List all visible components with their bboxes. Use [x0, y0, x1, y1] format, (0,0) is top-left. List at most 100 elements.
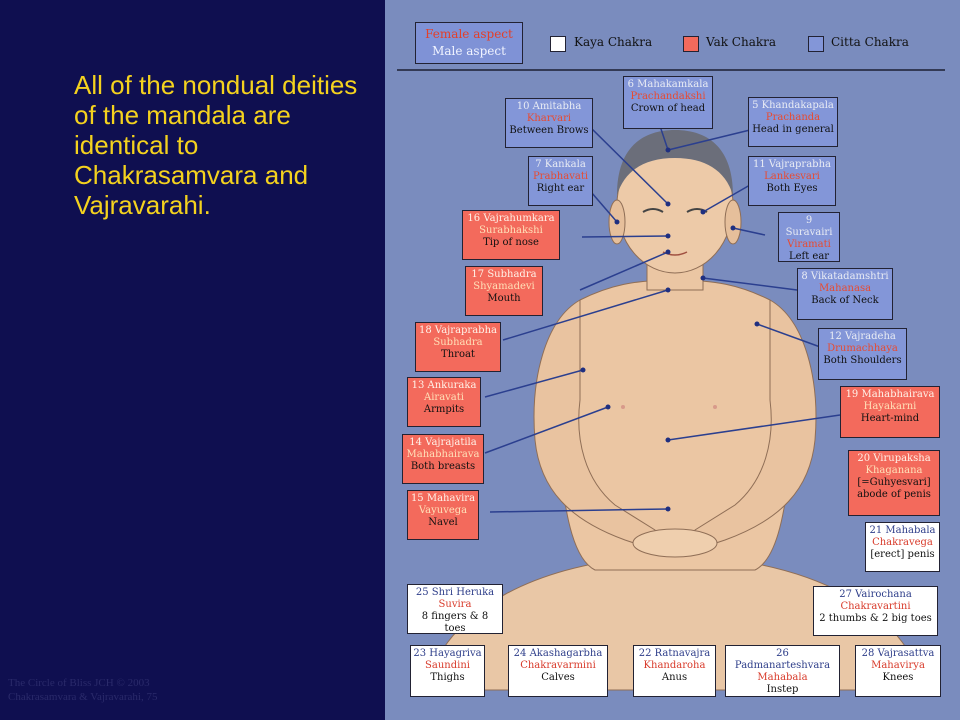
- label-name: 26 Padmanarteshvara: [734, 648, 831, 671]
- leader-dot: [665, 287, 671, 293]
- leader-dot: [580, 367, 586, 373]
- label-location: 8 fingers & 8 toes: [421, 611, 489, 634]
- label-location: Instep: [766, 684, 799, 695]
- label-15-navel: 15 Mahavira Vayuvega Navel: [407, 490, 479, 540]
- label-location: Back of Neck: [811, 295, 879, 306]
- footer-copyright: The Circle of Bliss JCH © 2003: [8, 677, 150, 689]
- label-female: Suvira: [438, 599, 472, 610]
- label-female: Drumachhaya: [827, 343, 898, 354]
- label-name: 13 Ankuraka: [411, 380, 477, 391]
- leader-dot: [605, 404, 611, 410]
- label-5-head: 5 Khandakapala Prachanda Head in general: [748, 97, 838, 147]
- leader-line: [589, 126, 669, 205]
- footer-slide-ref: Chakrasamvara & Vajravarahi, 75: [8, 691, 158, 703]
- leader-line: [489, 508, 669, 513]
- leader-dot: [665, 437, 671, 443]
- label-female: Shyamadevi: [473, 281, 535, 292]
- label-name: 10 Amitabha: [516, 101, 582, 112]
- label-name: 9 Suravairi: [785, 215, 833, 238]
- leader-line: [484, 406, 609, 454]
- label-25-fingers-toes: 25 Shri Heruka Suvira 8 fingers & 8 toes: [407, 584, 503, 634]
- label-female: Viramati: [787, 239, 831, 250]
- kaya-swatch: [550, 36, 566, 52]
- label-female: Vayuvega: [418, 505, 468, 516]
- figure-hands: [632, 528, 718, 558]
- label-female: Prabhavati: [532, 171, 589, 182]
- label-14-breasts: 14 Vajrajatila Mahabhairava Both breasts: [402, 434, 484, 484]
- label-24-calves: 24 Akashagarbha Chakravarmini Calves: [508, 645, 608, 697]
- label-name: 21 Mahabala: [869, 525, 936, 536]
- legend-kaya: Kaya Chakra: [574, 35, 653, 49]
- label-location: Left ear: [788, 251, 830, 262]
- label-female: Chakravartini: [840, 601, 911, 612]
- label-name: 25 Shri Heruka: [415, 587, 495, 598]
- label-name: 11 Vajraprabha: [753, 159, 831, 170]
- label-name: 27 Vairochana: [839, 589, 912, 600]
- label-name: 14 Vajrajatila: [409, 437, 477, 448]
- label-9-left-ear: 9 Suravairi Viramati Left ear: [778, 212, 840, 262]
- label-23-thighs: 23 Hayagriva Saundini Thighs: [410, 645, 485, 697]
- label-12-shoulders: 12 Vajradeha Drumachhaya Both Shoulders: [818, 328, 907, 380]
- label-name: 12 Vajradeha: [829, 331, 896, 342]
- label-location: Mouth: [487, 293, 521, 304]
- label-11-eyes: 11 Vajraprabha Lankesvari Both Eyes: [748, 156, 836, 206]
- leader-line: [732, 227, 766, 236]
- leader-dot: [730, 225, 736, 231]
- label-location: Knees: [882, 672, 914, 683]
- label-10-brows: 10 Amitabha Kharvari Between Brows: [505, 98, 593, 148]
- leader-dot: [665, 201, 671, 207]
- label-name: 18 Vajraprabha: [419, 325, 497, 336]
- main-text: All of the nondual deities of the mandal…: [74, 70, 358, 220]
- label-name: 6 Mahakamkala: [627, 79, 709, 90]
- figure-right-arm: [533, 299, 656, 551]
- label-location: Right ear: [536, 183, 585, 194]
- text-panel: All of the nondual deities of the mandal…: [0, 0, 385, 720]
- leader-dots: [580, 147, 760, 512]
- leader-line: [702, 277, 798, 291]
- label-16-nose: 16 Vajrahumkara Surabhakshi Tip of nose: [462, 210, 560, 260]
- label-name: 17 Subhadra: [471, 269, 537, 280]
- label-female: Chakravarmini: [520, 660, 596, 671]
- leader-dot: [700, 275, 706, 281]
- label-female: Mahabhairava: [406, 449, 480, 460]
- legend-divider: [397, 69, 945, 71]
- label-location: Crown of head: [630, 103, 706, 114]
- label-name: 28 Vajrasattva: [861, 648, 935, 659]
- label-name: 22 Ratnavajra: [638, 648, 711, 659]
- label-27-thumbs-big-toes: 27 Vairochana Chakravartini 2 thumbs & 2…: [813, 586, 938, 636]
- legend-female-aspect: Female aspect: [425, 27, 513, 41]
- label-6-crown: 6 Mahakamkala Prachandakshi Crown of hea…: [623, 76, 713, 129]
- label-female: Mahanasa: [818, 283, 872, 294]
- label-female: Airavati: [424, 392, 464, 403]
- vak-swatch: [683, 36, 699, 52]
- label-name: 20 Virupaksha: [857, 453, 931, 464]
- label-female: Chakravega: [872, 537, 933, 548]
- leader-line: [667, 129, 751, 151]
- label-location: Anus: [661, 672, 688, 683]
- citta-swatch: [808, 36, 824, 52]
- label-name: 23 Hayagriva: [413, 648, 482, 659]
- label-19-heart-mind: 19 Mahabhairava Hayakarni Heart-mind: [840, 386, 940, 438]
- leader-line: [581, 235, 669, 238]
- label-18-throat: 18 Vajraprabha Subhadra Throat: [415, 322, 501, 372]
- leader-line: [484, 369, 584, 398]
- leader-dot: [665, 147, 671, 153]
- label-17-mouth: 17 Subhadra Shyamadevi Mouth: [465, 266, 543, 316]
- label-name: 5 Khandakapala: [752, 100, 834, 111]
- leader-line: [667, 414, 841, 441]
- legend-citta: Citta Chakra: [831, 35, 909, 49]
- label-28-knees: 28 Vajrasattva Mahavirya Knees: [855, 645, 941, 697]
- label-female: Khandaroha: [643, 660, 706, 671]
- label-location: Tip of nose: [483, 237, 539, 248]
- label-female: Mahabala: [757, 672, 808, 683]
- label-20-abode-of-penis: 20 Virupaksha Khaganana [=Guhyesvari] ab…: [848, 450, 940, 516]
- label-location-2: abode of penis: [857, 489, 931, 500]
- label-female: Saundini: [425, 660, 470, 671]
- label-location: 2 thumbs & 2 big toes: [819, 613, 932, 624]
- leader-dot: [665, 233, 671, 239]
- label-26-instep: 26 Padmanarteshvara Mahabala Instep: [725, 645, 840, 697]
- leader-dot: [665, 249, 671, 255]
- label-21-penis: 21 Mahabala Chakravega [erect] penis: [865, 522, 940, 572]
- label-female: Prachanda: [765, 112, 821, 123]
